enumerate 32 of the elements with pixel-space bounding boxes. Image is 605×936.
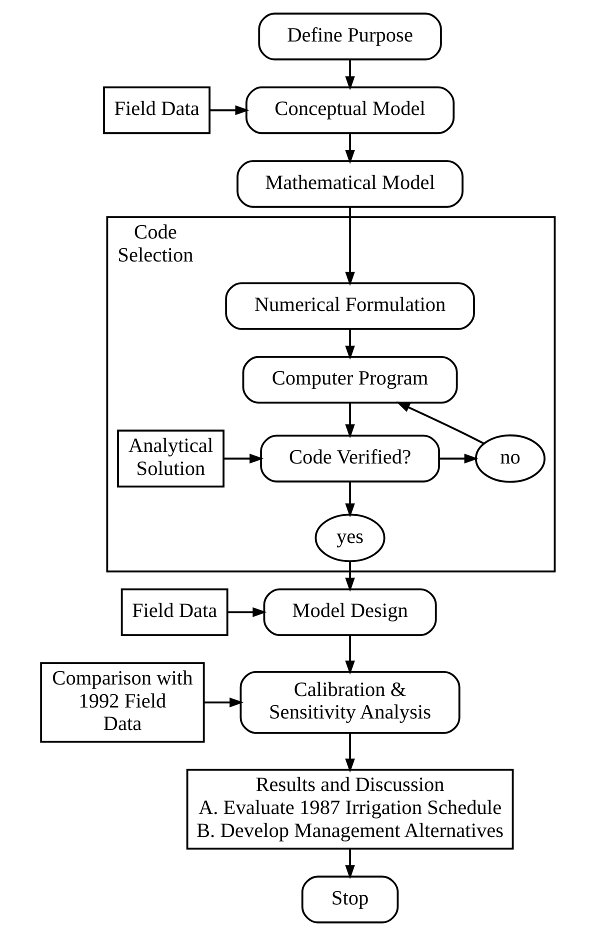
node-box: Comparison with 1992 Field Data — [40, 662, 204, 743]
arrow — [209, 105, 249, 116]
node-box: Stop — [300, 876, 398, 924]
arrow — [396, 402, 484, 444]
node-box: Conceptual Model — [244, 86, 454, 134]
node-box: Field Data — [120, 588, 228, 636]
arrow — [223, 454, 264, 464]
arrow — [226, 607, 266, 618]
arrow — [344, 562, 354, 592]
arrow — [344, 635, 354, 675]
node-box: Analytical Solution — [116, 430, 224, 488]
node-ellipse: no — [474, 434, 546, 483]
node-box: Field Data — [102, 86, 210, 134]
node-ellipse: yes — [314, 514, 385, 562]
arrow — [344, 60, 354, 90]
node-box: Code Verified? — [260, 434, 440, 482]
arrow — [344, 402, 354, 438]
arrow — [344, 329, 354, 360]
node-box: Define Purpose — [258, 12, 442, 60]
arrow — [344, 133, 354, 164]
node-box: Numerical Formulation — [224, 282, 474, 330]
arrow — [344, 482, 354, 518]
node-box: Mathematical Model — [236, 160, 464, 208]
node-box: Calibration & Sensitivity Analysis — [239, 670, 460, 734]
arrow — [344, 207, 354, 286]
node-box: Computer Program — [242, 356, 458, 404]
arrow — [344, 733, 354, 773]
arrow — [439, 454, 478, 464]
arrow — [344, 848, 354, 880]
node-box: Results and Discussion A. Evaluate 1987 Irrigation Schedule B. Develop Management Alternatives — [186, 768, 514, 850]
arrow — [204, 698, 244, 708]
node-box: Model Design — [262, 588, 436, 636]
